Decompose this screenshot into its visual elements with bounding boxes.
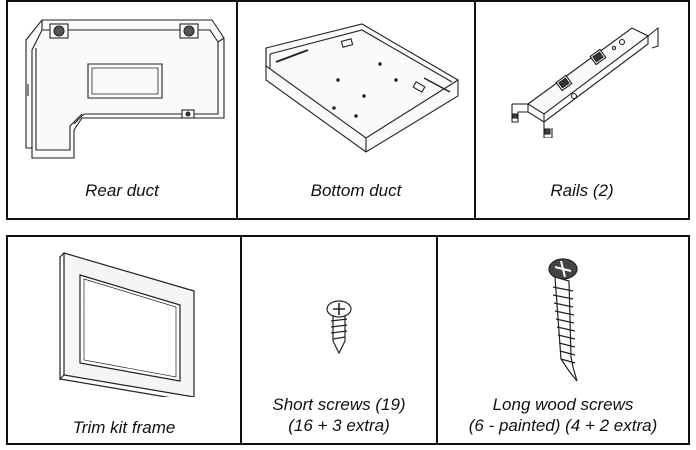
part-caption: Rails (2) — [550, 181, 614, 200]
caption-line: (16 + 3 extra) — [288, 416, 390, 435]
rear-duct-illustration-icon — [25, 19, 225, 159]
parts-table-bottom: Trim kit frame Short screws (19) (16 + 3… — [6, 235, 690, 445]
caption-line: Long wood screws — [492, 395, 634, 414]
bottom-duct-illustration-icon — [265, 23, 459, 153]
part-caption-short-screws: Short screws (19) (16 + 3 extra) — [242, 394, 436, 436]
part-caption: Rear duct — [85, 181, 159, 200]
part-caption: Bottom duct — [310, 181, 402, 200]
caption-line: Short screws (19) — [272, 395, 406, 414]
part-cell-long-wood-screws: Long wood screws (6 - painted) (4 + 2 ex… — [436, 237, 688, 443]
long-wood-screw-illustration-icon — [548, 258, 578, 382]
trim-kit-frame-illustration-icon — [59, 252, 195, 397]
part-caption: Trim kit frame — [72, 418, 176, 437]
part-caption-long-wood-screws: Long wood screws (6 - painted) (4 + 2 ex… — [438, 394, 688, 436]
part-cell-trim-kit-frame: Trim kit frame — [8, 237, 240, 443]
parts-table-top: Rear duct — [6, 0, 690, 220]
part-cell-rails: Rails (2) — [474, 2, 688, 218]
short-screw-illustration-icon — [326, 300, 352, 355]
part-cell-bottom-duct: Bottom duct — [236, 2, 474, 218]
part-cell-short-screws: Short screws (19) (16 + 3 extra) — [240, 237, 436, 443]
part-cell-rear-duct: Rear duct — [8, 2, 236, 218]
rails-illustration-icon — [511, 26, 659, 138]
caption-line: (6 - painted) (4 + 2 extra) — [468, 416, 658, 435]
